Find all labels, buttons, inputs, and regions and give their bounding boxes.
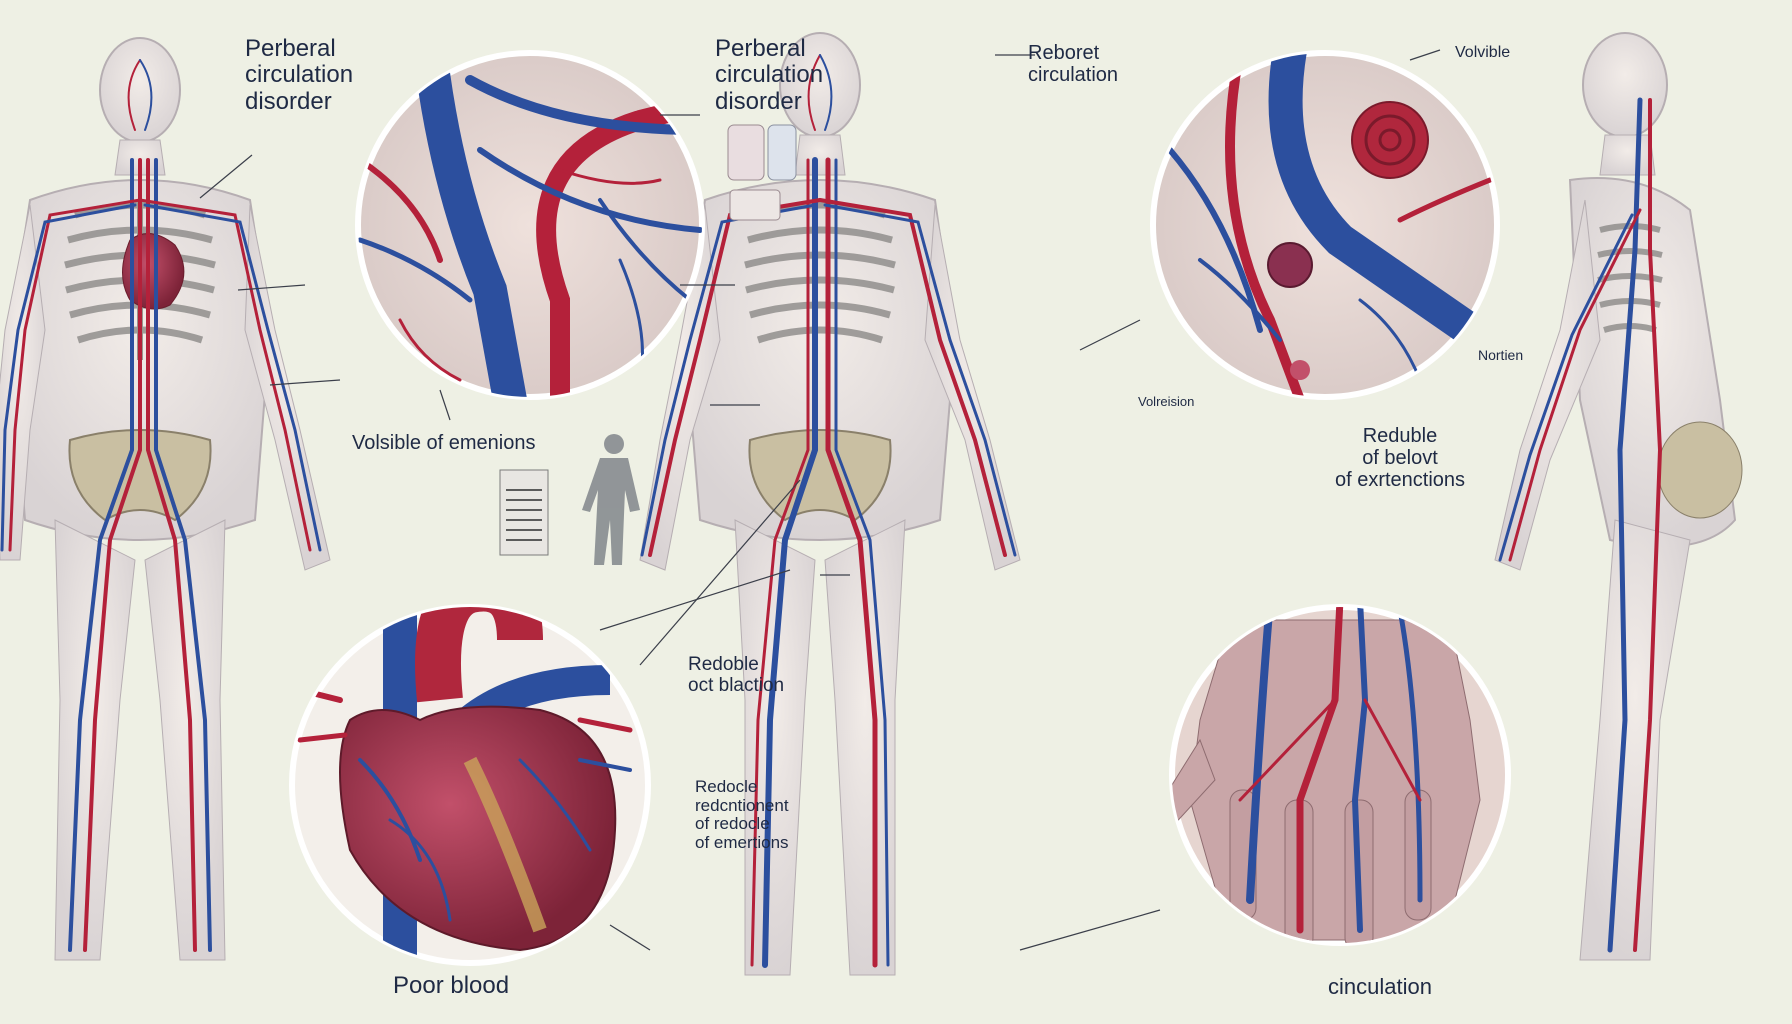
- reduced-circulation-label: Reboret circulation: [1028, 42, 1158, 86]
- volrelism-label: Volreision: [1138, 394, 1195, 409]
- title-center: Perberal circulation disorder: [715, 35, 855, 115]
- reduble-mid-label: Redoble oct blaction: [688, 654, 828, 697]
- cell-cross-section: [1267, 242, 1313, 288]
- circulation-caption: cinculation: [1328, 974, 1432, 999]
- right-body-figure: [1494, 32, 1743, 961]
- reduble-mid-line-2: oct blaction: [688, 674, 785, 696]
- title-left-line-2: circulation: [245, 61, 354, 89]
- poor-blood-caption: Poor blood: [393, 972, 510, 999]
- red-blood-cell: [1351, 101, 1429, 179]
- tissue-sample-icon: [727, 124, 797, 221]
- left-body-figure: [0, 37, 331, 961]
- reduble-upper-line-2: of belovt: [1362, 447, 1438, 469]
- title-left-line-3: disorder: [245, 87, 332, 115]
- vessels-label: Volsible of emenions: [352, 432, 536, 454]
- reduced-line-1: Reboret: [1028, 42, 1100, 64]
- reduble-lower-line-3: of redocle: [695, 814, 770, 834]
- reduble-mid-line-1: Redoble: [688, 654, 759, 675]
- title-center-line-1: Perberal: [715, 35, 806, 62]
- volvible-label: Volvible: [1455, 44, 1511, 61]
- title-left: Perberal circulation disorder: [245, 35, 375, 115]
- hand-detail-circle: [1169, 604, 1511, 946]
- reduble-upper-line-1: Reduble: [1362, 425, 1438, 447]
- reduced-line-2: circulation: [1028, 64, 1119, 86]
- reduble-upper-label: Reduble of belovt of exrtenctions: [1320, 425, 1480, 491]
- reduble-lower-line-4: of emertions: [695, 833, 789, 853]
- reduble-lower-line-2: redcntionent: [695, 795, 789, 815]
- leader-lines: [199, 49, 1441, 951]
- reduble-lower-label: Redocle redcntionent of redocle of emert…: [695, 777, 835, 853]
- document-icon: [499, 469, 549, 556]
- person-silhouette-icon: [582, 434, 640, 565]
- reduble-lower-line-1: Redocle: [695, 777, 758, 796]
- title-center-line-3: disorder: [715, 87, 802, 115]
- title-left-line-1: Perberal: [245, 35, 336, 62]
- vessel-detail-circle: [355, 50, 705, 400]
- cell-detail-circle: [1150, 50, 1500, 400]
- reduble-upper-line-3: of exrtenctions: [1334, 469, 1466, 491]
- nortien-label: Nortien: [1478, 347, 1524, 363]
- title-center-line-2: circulation: [715, 61, 824, 89]
